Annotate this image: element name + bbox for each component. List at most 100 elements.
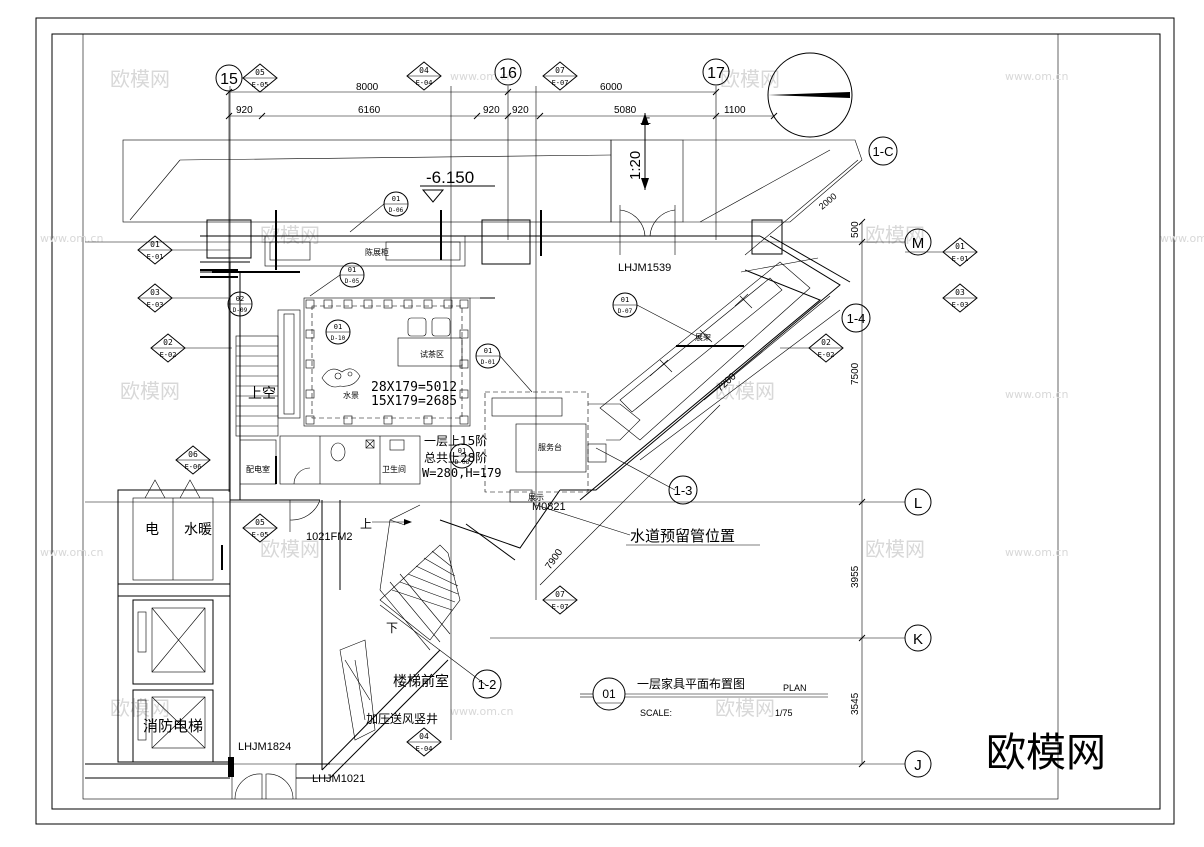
grid-label: 16 [499,65,517,82]
dim-top-detail: 920 [483,105,500,116]
svg-text:01: 01 [334,323,342,331]
grid-label: J [914,757,922,774]
svg-text:E-02: E-02 [818,351,835,359]
section-mark: 03 E-03 [137,283,173,313]
furniture: 陈展柜 水景 28X179=5012 15X179=2685 试茶区 [212,205,811,503]
watermark: 欧模网 [720,67,780,91]
tasting-table [397,337,463,367]
watermark: 欧模网 [715,696,775,720]
display-cabinet-label: 陈展柜 [365,247,389,257]
title-number: 01 [602,687,616,701]
grid-bubble-M: M [904,228,932,256]
svg-text:02: 02 [821,338,831,347]
column [206,219,252,259]
svg-text:04: 04 [419,66,429,75]
svg-text:D-07: D-07 [618,308,633,315]
labels: LHJM1539 LHJM1824 LHJM1021 1021FM2 M0821… [143,191,839,785]
hvac-room-label: 水暖 [184,522,212,538]
svg-text:D-01: D-01 [481,359,496,366]
stair-note: 一层上15阶 [424,434,487,448]
svg-text:01: 01 [458,447,466,455]
detail-mark: 01 D-08 [449,443,475,469]
section-mark: 07 E-07 [542,585,578,615]
detail-mark: 01 D-01 [475,343,533,393]
service-desk [515,423,587,473]
grid-label: 1-3 [674,483,693,498]
title-plan: PLAN [783,683,807,693]
section-mark: 05 E-05 [242,63,278,93]
dim-top-detail: 1100 [724,105,746,116]
watermark: 欧模网 [260,537,320,561]
stair-down-label: 下 [386,621,398,635]
grid-bubble-1-4: 1-4 [841,303,871,333]
grid-bubble-15: 15 [215,64,243,92]
watermark: 欧模网 [865,537,925,561]
door-label: LHJM1824 [238,741,291,753]
grid-bubble-16: 16 [494,58,522,86]
void-label: 上空 [248,386,276,402]
svg-text:E-06: E-06 [185,463,202,471]
grid-label: 17 [707,65,725,82]
diagonal-counter [599,261,811,441]
stair-note: W=280,H=179 [422,466,501,480]
diagonal-grid-bubbles: 1-C 1-4 1-3 1-2 [472,136,898,699]
section-mark: 01 E-01 [942,237,978,267]
door-label: M0821 [532,501,566,513]
watermark-url: www.om.cn [1005,388,1068,401]
washroom-label: 卫生间 [382,464,406,474]
watermark-url: www.om.cn [1005,546,1068,559]
fire-elevator-label: 消防电梯 [143,717,203,735]
watermark-url: www.om.cn [1005,70,1068,83]
power-room-label: 配电室 [246,464,270,474]
grid-label: L [914,495,922,512]
svg-text:01: 01 [621,296,629,304]
watermark: 欧模网 [110,67,170,91]
drawing-frame [82,33,1059,800]
dim-right: 500 [850,221,861,238]
title-text: 一层家具平面布置图 [637,676,745,691]
title-block: 01 一层家具平面布置图 PLAN SCALE: 1/75 [580,676,828,718]
dim-top-detail: 920 [236,105,253,116]
stair-spec: 28X179=5012 [371,380,457,395]
door-label: 1021FM2 [306,531,352,543]
detail-mark: 01 D-05 [309,262,365,297]
section-mark: 01 E-01 [137,235,173,265]
north-arrow [767,52,853,138]
slope-label: 1:20 [627,151,644,180]
svg-text:01: 01 [392,195,400,203]
electrical-room-label: 电 [145,522,159,538]
grid-bubble-17: 17 [702,58,730,86]
svg-text:E-07: E-07 [552,79,569,87]
svg-text:E-01: E-01 [952,255,969,263]
door-label: LHJM1539 [618,262,671,274]
svg-text:06: 06 [188,450,198,459]
section-mark: 03 E-03 [942,283,978,313]
svg-text:E-07: E-07 [552,603,569,611]
grid-bubble-J: J [904,750,932,778]
section-mark: 04 E-04 [406,727,442,757]
dim-top-detail: 6160 [358,105,381,116]
grid-lines [85,86,905,765]
watermarks: 欧模网 欧模网 欧模网 欧模网 欧模网 欧模网 欧模网 欧模网 欧模网 欧模网 … [40,67,1204,720]
svg-text:D-06: D-06 [389,207,404,214]
stair-note: 总共上28阶 [424,451,487,465]
svg-text:03: 03 [150,288,160,297]
water-pipe-label: 水道预留管位置 [630,527,735,545]
title-scale-label: SCALE: [640,708,672,718]
svg-text:01: 01 [348,266,356,274]
svg-text:E-03: E-03 [952,301,969,309]
grid-label: 1-2 [478,677,497,692]
grid-bubble-1-2: 1-2 [472,669,502,699]
detail-mark: 01 D-06 [349,191,409,233]
right-grid-bubbles: M L K J 500 7500 3955 3545 [850,218,932,778]
grid-label: M [912,235,925,252]
outer-border [35,17,1175,825]
top-dimensions: 8000 6000 920 6160 920 920 5080 1100 [225,82,778,120]
ramp-area: 1:20 上 -6.150 [122,113,863,223]
svg-text:E-01: E-01 [147,253,164,261]
svg-text:01: 01 [484,347,492,355]
svg-text:02: 02 [163,338,173,347]
dim-top-detail: 920 [512,105,529,116]
display-cabinet [264,235,466,267]
